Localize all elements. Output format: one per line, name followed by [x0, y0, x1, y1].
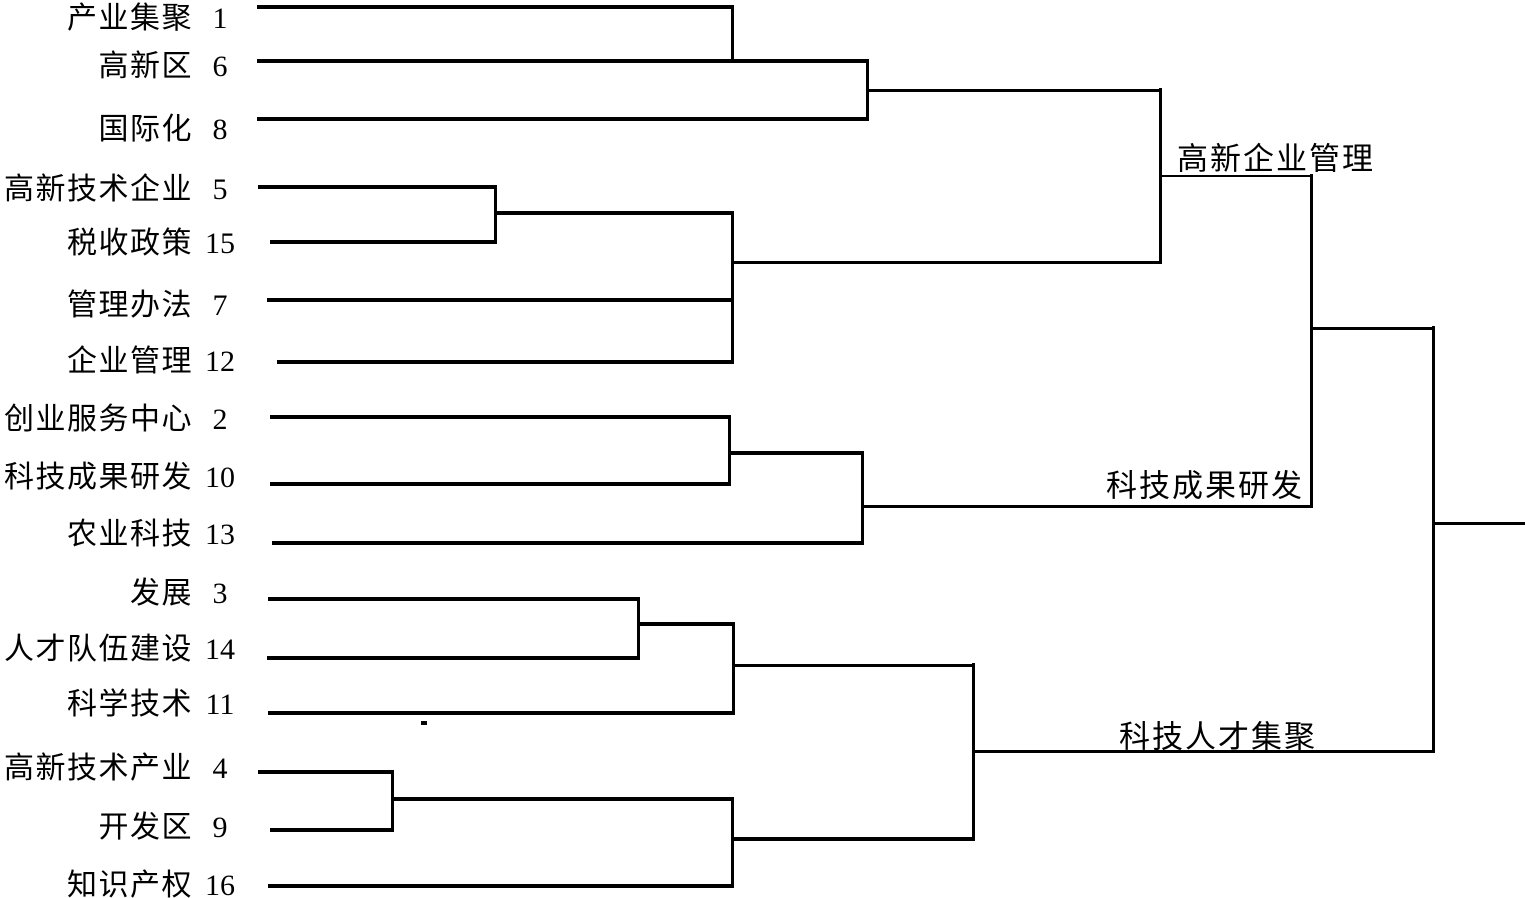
- leaf-term-label: 高新技术产业: [4, 752, 193, 785]
- leaf-term-label: 产业集聚: [67, 2, 193, 35]
- v-merge-314-11: [731, 622, 735, 715]
- leaf-row-8: 国际化 8: [0, 104, 247, 148]
- cluster-label-1: 高新企业管理: [1177, 141, 1375, 177]
- leaf-line-4: [258, 770, 392, 774]
- leaf-row-7: 管理办法 7: [0, 280, 247, 324]
- leaf-term-label: 科技成果研发: [4, 461, 193, 494]
- leaf-term-label: 税收政策: [67, 227, 193, 260]
- leaf-line-16: [268, 884, 732, 888]
- leaf-item-number: 16: [205, 869, 235, 898]
- leaf-line-13: [272, 541, 862, 545]
- leaf-line-8: [257, 117, 867, 121]
- h-out-cluster-3-14: [638, 622, 733, 626]
- leaf-term-label: 开发区: [98, 811, 193, 844]
- leaf-row-14: 人才队伍建设 14: [0, 624, 247, 668]
- leaf-term-label: 创业服务中心: [4, 403, 193, 436]
- leaf-term-label: 企业管理: [67, 345, 193, 378]
- h-out-cluster-2-10-13: [862, 504, 1311, 508]
- leaf-line-10: [270, 482, 729, 486]
- v-merge-210-13: [860, 451, 864, 545]
- leaf-line-15: [270, 240, 495, 244]
- leaf-item-number: 7: [212, 289, 228, 322]
- leaf-row-13: 农业科技 13: [0, 509, 247, 553]
- leaf-line-9: [270, 828, 392, 832]
- cluster-label-2: 科技成果研发: [1106, 468, 1304, 504]
- leaf-row-3: 发展 3: [0, 568, 247, 612]
- leaf-item-number: 8: [212, 113, 228, 146]
- stray-mark: [421, 721, 427, 725]
- leaf-item-number: 13: [205, 518, 235, 551]
- v-merge-49-16: [730, 797, 734, 888]
- leaf-item-number: 11: [205, 688, 235, 721]
- leaf-item-number: 12: [205, 345, 235, 378]
- v-merge-root: [1431, 326, 1435, 753]
- leaf-row-16: 知识产权 16: [0, 860, 247, 898]
- v-merge-2-10: [727, 415, 731, 486]
- leaf-line-7: [267, 298, 732, 302]
- leaf-item-number: 4: [212, 752, 228, 785]
- v-merge-515-7-12: [730, 211, 734, 364]
- leaf-item-number: 15: [205, 227, 235, 260]
- leaf-term-label: 知识产权: [67, 869, 193, 898]
- leaf-row-11: 科学技术 11: [0, 679, 247, 723]
- leaf-term-label: 农业科技: [67, 518, 193, 551]
- leaf-term-label: 人才队伍建设: [4, 633, 193, 666]
- leaf-item-number: 6: [212, 50, 228, 83]
- h-out-cluster-3-14-11: [733, 663, 973, 667]
- leaf-item-number: 1: [212, 2, 228, 35]
- leaf-item-number: 9: [212, 811, 228, 844]
- leaf-item-number: 10: [205, 461, 235, 494]
- v-merge-3-14: [636, 597, 640, 660]
- leaf-row-2: 创业服务中心 2: [0, 394, 247, 438]
- leaf-item-number: 14: [205, 633, 235, 666]
- h-out-cluster-2-10: [729, 451, 862, 455]
- leaf-line-6: [257, 59, 867, 63]
- leaf-line-1: [257, 5, 732, 9]
- leaf-line-12: [277, 360, 732, 364]
- leaf-row-5: 高新技术企业 5: [0, 164, 247, 208]
- leaf-row-1: 产业集聚 1: [0, 0, 247, 37]
- leaf-line-5: [258, 185, 495, 189]
- v-merge-upper-half: [1309, 174, 1313, 508]
- leaf-row-12: 企业管理 12: [0, 336, 247, 380]
- h-out-cluster-4-9-16: [732, 837, 973, 841]
- leaf-line-2: [270, 415, 729, 419]
- h-out-upper-half-branch: [1311, 326, 1433, 330]
- leaf-row-9: 开发区 9: [0, 802, 247, 846]
- leaf-term-label: 科学技术: [67, 688, 193, 721]
- leaf-item-number: 2: [212, 403, 228, 436]
- leaf-item-number: 5: [212, 173, 228, 206]
- h-out-cluster-1-6-8: [867, 88, 1160, 92]
- leaf-row-10: 科技成果研发 10: [0, 452, 247, 496]
- leaf-term-label: 高新技术企业: [4, 173, 193, 206]
- leaf-line-11: [268, 711, 733, 715]
- h-out-root: [1433, 521, 1525, 525]
- leaf-term-label: 国际化: [98, 113, 193, 146]
- leaf-row-6: 高新区 6: [0, 41, 247, 85]
- h-out-cluster-5-15: [495, 211, 732, 215]
- leaf-row-4: 高新技术产业 4: [0, 743, 247, 787]
- leaf-term-label: 发展: [130, 577, 193, 610]
- leaf-line-3: [268, 597, 638, 601]
- leaf-line-14: [267, 656, 638, 660]
- leaf-item-number: 3: [212, 577, 228, 610]
- h-out-top-group-branch: [1160, 175, 1311, 177]
- cluster-label-3: 科技人才集聚: [1119, 719, 1317, 755]
- h-out-cluster-4-9: [392, 797, 732, 801]
- h-out-cluster-515-7-12: [732, 260, 1160, 264]
- h-out-bottom-group-branch: [973, 749, 1433, 753]
- v-merge-1-6: [730, 5, 734, 63]
- leaf-term-label: 管理办法: [67, 289, 193, 322]
- v-merge-4-9: [390, 770, 394, 832]
- leaf-term-label: 高新区: [98, 50, 193, 83]
- leaf-row-15: 税收政策 15: [0, 218, 247, 262]
